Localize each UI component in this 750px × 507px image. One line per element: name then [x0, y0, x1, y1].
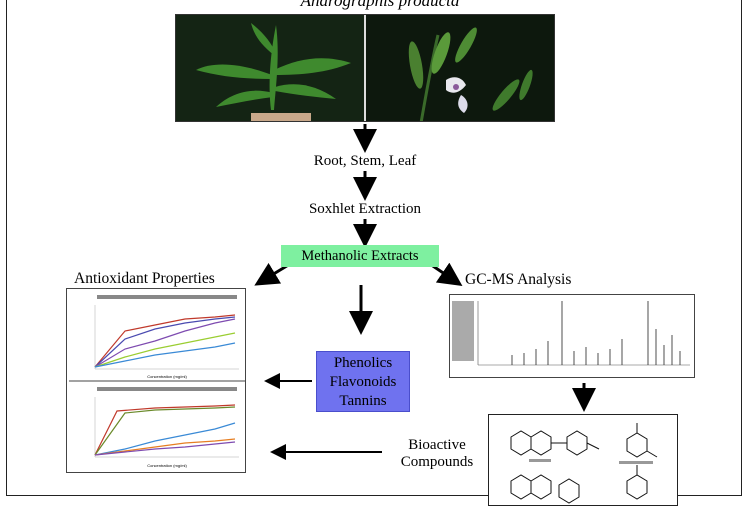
gcms-chromatogram-art	[452, 301, 690, 366]
chart-xlabel-1: Concentration (mg/ml)	[147, 374, 187, 379]
chemical-structures-art	[510, 423, 658, 504]
plant-photo	[175, 14, 555, 122]
flower-photo	[408, 27, 533, 121]
methanolic-extracts-box: Methanolic Extracts	[281, 245, 439, 267]
bioactive-compounds-label: Bioactive Compounds	[388, 437, 486, 471]
flavonoids-label: Flavonoids	[329, 374, 397, 390]
leaf-photo	[196, 23, 351, 110]
phytochemicals-box: Phenolics Flavonoids Tannins	[316, 351, 410, 412]
plant-photo-art	[176, 15, 554, 121]
step-extraction: Soxhlet Extraction	[308, 201, 422, 217]
bioactive-structures	[488, 414, 678, 506]
chart-xlabel-2: Concentration (mg/ml)	[147, 463, 187, 468]
phenolics-label: Phenolics	[333, 355, 393, 371]
tannins-label: Tannins	[339, 393, 387, 409]
bioactive-line-1: Bioactive	[408, 437, 466, 453]
gcms-chromatogram	[449, 294, 695, 378]
diagram-title: Andrographis producta	[300, 0, 460, 10]
antioxidant-charts-art: Concentration (mg/ml) Concentration (mg/…	[69, 295, 245, 468]
bioactive-line-2: Compounds	[400, 454, 474, 470]
gcms-heading: GC-MS Analysis	[465, 271, 572, 288]
antioxidant-charts: Concentration (mg/ml) Concentration (mg/…	[66, 288, 246, 473]
step-plant-parts: Root, Stem, Leaf	[313, 153, 417, 169]
diagram-frame	[6, 0, 742, 496]
antioxidant-heading: Antioxidant Properties	[74, 270, 215, 287]
